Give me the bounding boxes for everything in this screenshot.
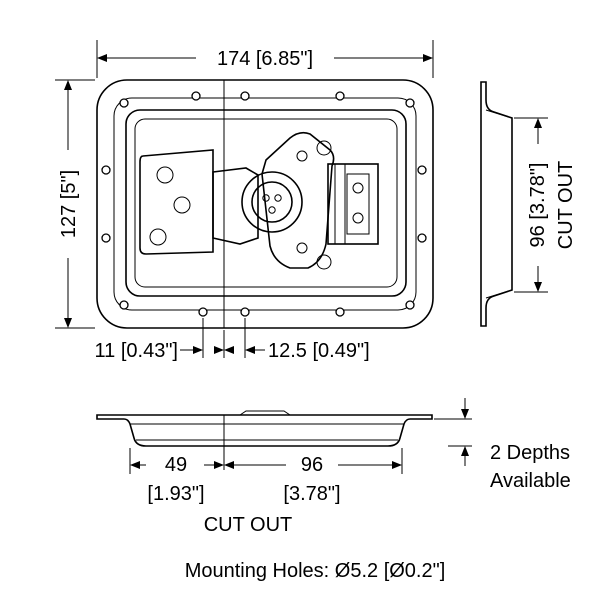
mounting-hole [335,91,345,101]
front-view [96,79,434,329]
side-offset-value: 49 [165,454,187,476]
depths-label-line2: Available [490,470,571,492]
outer-flange [96,79,434,329]
link-arm [212,167,259,245]
hinge-plate [139,149,214,255]
cutout-side-label: CUT OUT [555,161,577,250]
cutout-bottom-label: CUT OUT [204,514,293,536]
mounting-hole [101,233,111,243]
mounting-hole [119,300,129,310]
inner-flange-line [113,97,417,311]
offset-left-label: 11 [0.43"] [95,340,178,362]
side-offset-inch: [1.93"] [147,483,204,505]
recess-floor [134,118,398,288]
mounting-hole [198,307,208,317]
depths-label-line1: 2 Depths [490,442,570,464]
mounting-holes-note: Mounting Holes: Ø5.2 [Ø0.2"] [185,560,446,582]
height-dimension: 127 [5"] [55,79,95,329]
cam-lock [241,171,303,233]
mounting-hole [240,91,250,101]
section-dimensions: 49 [1.93"] 96 [3.78"] CUT OUT [129,448,403,536]
mounting-hole [417,233,427,243]
width-dimension: 174 [6.85"] [96,40,434,78]
mounting-hole [119,98,129,108]
mounting-hole [405,98,415,108]
side-cutout-value: 96 [301,454,323,476]
mounting-hole [240,307,250,317]
keeper-block [327,163,379,245]
mounting-hole [335,307,345,317]
section-view: 2 Depths Available [96,398,571,492]
side-cutout-inch: [3.78"] [283,483,340,505]
side-profile-view: 96 [3.78"] CUT OUT [480,81,577,327]
recess-pan [125,109,407,297]
offset-dimensions: 11 [0.43"] 12.5 [0.49"] [95,318,370,362]
t-handle [261,131,335,270]
mounting-hole [417,165,427,175]
mounting-hole [405,300,415,310]
width-label: 174 [6.85"] [217,48,313,70]
mounting-hole [191,91,201,101]
mounting-holes [101,91,427,317]
offset-right-label: 12.5 [0.49"] [268,340,370,362]
height-label: 127 [5"] [58,170,80,238]
cutout-height-label: 96 [3.78"] [527,163,549,248]
mounting-hole [101,165,111,175]
